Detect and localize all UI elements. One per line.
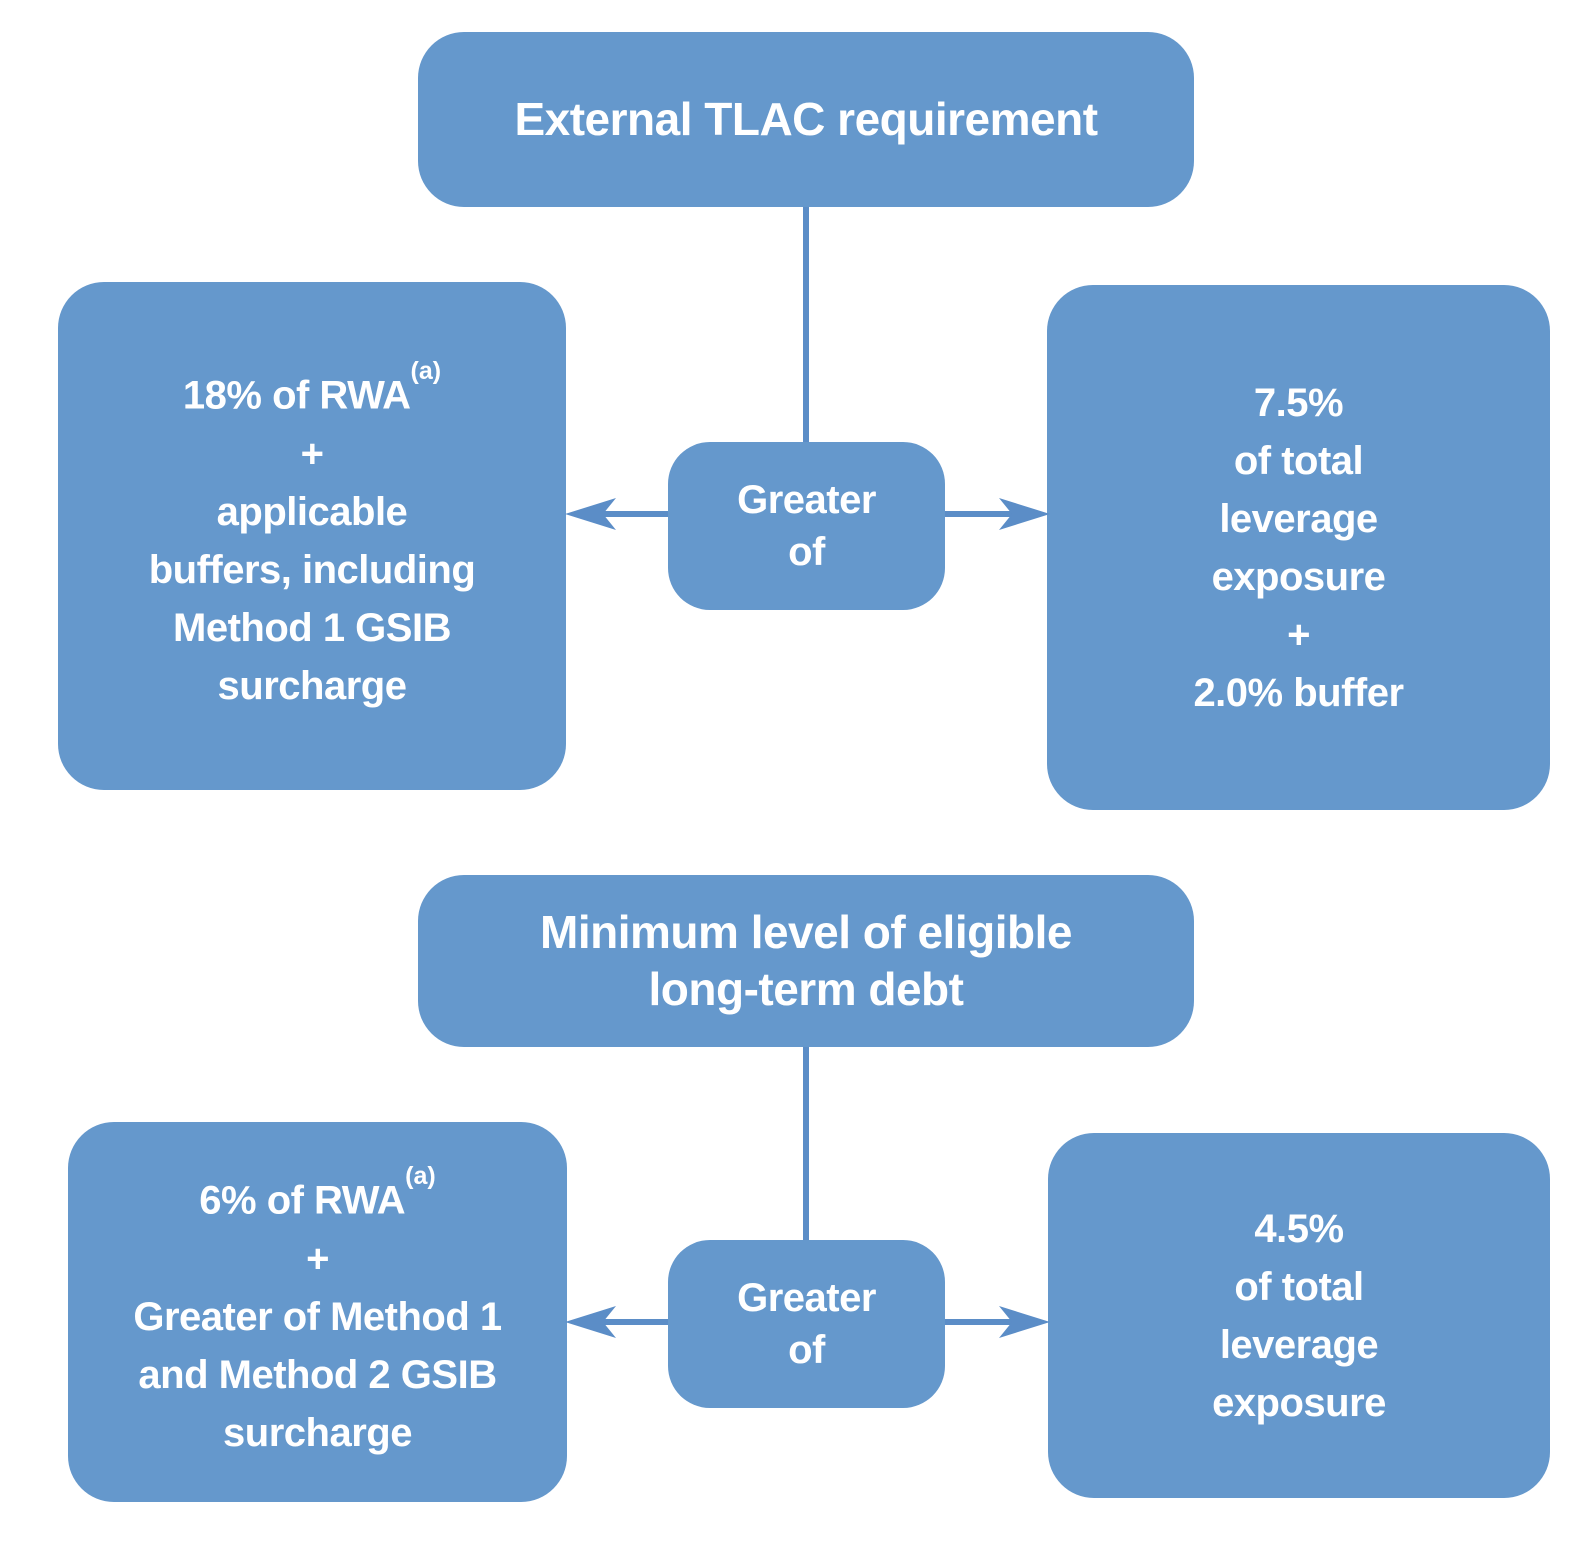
top-rwa-first-line: 18% of RWA(a) bbox=[182, 357, 442, 418]
top-leverage-requirement-text: 7.5% of total leverage exposure + 2.0% b… bbox=[1193, 380, 1404, 715]
bottom-rwa-first-line: 6% of RWA(a) bbox=[199, 1162, 436, 1223]
external-tlac-title-box: External TLAC requirement bbox=[418, 32, 1194, 207]
top-greater-of-label: Greater of bbox=[737, 478, 876, 574]
top-right-arrow-line bbox=[943, 511, 1013, 517]
ltd-title: Minimum level of eligible long-term debt bbox=[540, 906, 1072, 1015]
bottom-greater-of-box: Greater of bbox=[668, 1240, 945, 1408]
top-greater-of-box: Greater of bbox=[668, 442, 945, 610]
top-left-arrowhead-icon bbox=[565, 498, 616, 530]
top-rwa-requirement-text: 18% of RWA(a) + applicable buffers, incl… bbox=[148, 357, 476, 708]
footnote-a-marker: (a) bbox=[410, 357, 442, 386]
bottom-leverage-requirement-box: 4.5% of total leverage exposure bbox=[1048, 1133, 1550, 1498]
top-vertical-connector bbox=[803, 205, 809, 445]
bottom-left-arrow bbox=[565, 1306, 670, 1338]
top-rwa-requirement-box: 18% of RWA(a) + applicable buffers, incl… bbox=[58, 282, 566, 790]
top-right-arrow bbox=[943, 498, 1050, 530]
external-tlac-title: External TLAC requirement bbox=[514, 93, 1098, 145]
bottom-right-arrowhead-icon bbox=[999, 1306, 1050, 1338]
top-leverage-requirement-box: 7.5% of total leverage exposure + 2.0% b… bbox=[1047, 285, 1550, 810]
bottom-leverage-requirement-text: 4.5% of total leverage exposure bbox=[1212, 1206, 1386, 1425]
bottom-left-arrow-line bbox=[602, 1319, 670, 1325]
bottom-right-arrow bbox=[943, 1306, 1050, 1338]
top-left-arrow bbox=[565, 498, 670, 530]
bottom-vertical-connector bbox=[803, 1045, 809, 1243]
ltd-title-box: Minimum level of eligible long-term debt bbox=[418, 875, 1194, 1047]
bottom-greater-of-label: Greater of bbox=[737, 1276, 876, 1372]
bottom-right-arrow-line bbox=[943, 1319, 1013, 1325]
bottom-rwa-requirement-text: 6% of RWA(a) + Greater of Method 1 and M… bbox=[133, 1162, 502, 1455]
footnote-a-marker: (a) bbox=[405, 1162, 436, 1191]
top-right-arrowhead-icon bbox=[999, 498, 1050, 530]
bottom-left-arrowhead-icon bbox=[565, 1306, 616, 1338]
top-left-arrow-line bbox=[602, 511, 670, 517]
bottom-rwa-requirement-box: 6% of RWA(a) + Greater of Method 1 and M… bbox=[68, 1122, 567, 1502]
